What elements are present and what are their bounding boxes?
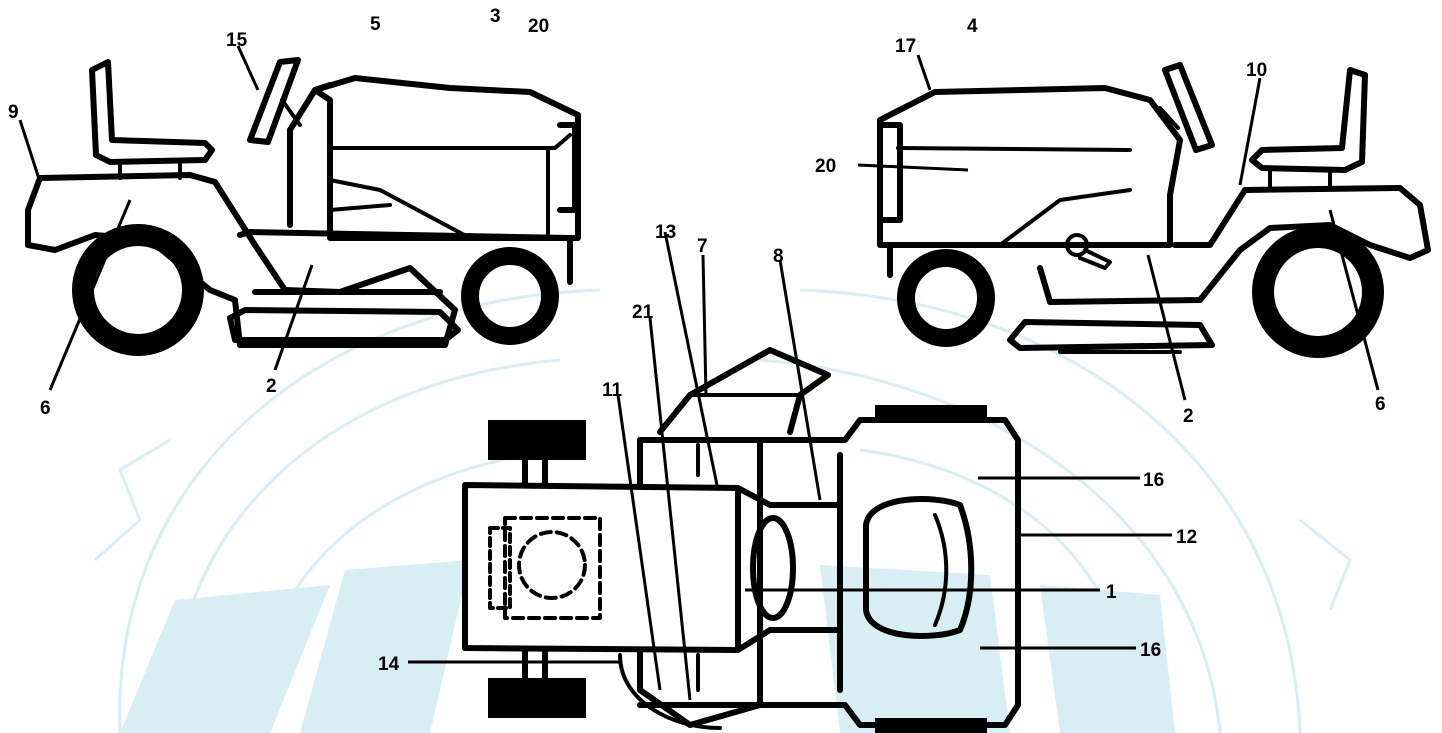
callout-15: 15 <box>226 30 248 51</box>
hood-right <box>877 85 1183 248</box>
callout-4: 4 <box>967 16 978 37</box>
callout-7: 7 <box>697 236 708 257</box>
callout-2-left: 2 <box>266 376 277 397</box>
mower-deck-right <box>1007 319 1215 351</box>
callout-2-right: 2 <box>1183 406 1194 427</box>
fender-right <box>1037 185 1431 305</box>
watermark-logo <box>94 288 1352 733</box>
rear-tire-top <box>488 420 586 460</box>
tractor-right-view <box>857 54 1431 401</box>
callout-14: 14 <box>378 654 400 675</box>
callout-1: 1 <box>1106 582 1117 603</box>
seat-left <box>89 59 215 165</box>
callout-6-right: 6 <box>1375 394 1386 415</box>
callout-3: 3 <box>490 6 501 27</box>
discharge-chute <box>657 347 831 435</box>
hood-left <box>312 75 581 241</box>
front-wheel-left <box>461 247 559 345</box>
callout-11: 11 <box>602 380 623 401</box>
callout-16-bottom: 16 <box>1140 640 1161 661</box>
rear-wheel-right <box>1252 226 1384 358</box>
callout-9: 9 <box>8 102 19 123</box>
callout-17: 17 <box>895 36 916 57</box>
rear-wheel-left <box>72 224 204 356</box>
callout-10: 10 <box>1246 60 1267 81</box>
callout-16-top: 16 <box>1143 470 1164 491</box>
steering-wheel-right <box>1162 62 1215 153</box>
callout-21: 21 <box>632 302 654 323</box>
callout-13: 13 <box>655 222 676 243</box>
tractor-left-view <box>18 45 581 391</box>
rear-tire-bottom <box>488 678 586 718</box>
front-wheel-right <box>897 249 995 347</box>
callout-20-right: 20 <box>815 156 836 177</box>
callout-labels: 9 15 5 3 20 6 2 17 4 10 20 2 6 13 7 8 21… <box>8 6 1386 675</box>
tractor-top-view <box>408 231 1172 733</box>
steering-wheel-left <box>247 57 301 145</box>
callout-8: 8 <box>773 246 784 267</box>
callout-12: 12 <box>1176 527 1197 548</box>
callout-6-left: 6 <box>40 398 51 419</box>
seat-right <box>1249 67 1368 173</box>
mower-deck-left <box>227 307 461 343</box>
callout-5-left: 5 <box>370 14 381 35</box>
callout-20-left: 20 <box>528 16 549 37</box>
